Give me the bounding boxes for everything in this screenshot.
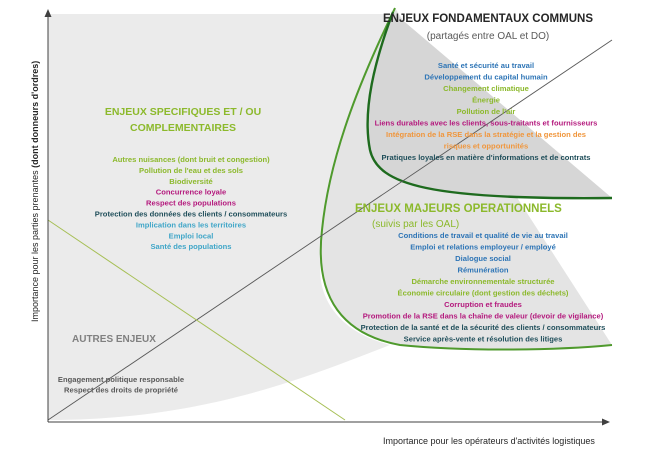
operationnels-issue-item: Dialogue social xyxy=(455,254,511,263)
operationnels-issue-item: Service après-vente et résolution des li… xyxy=(404,335,563,344)
fondamentaux-issue-item: Santé et sécurité au travail xyxy=(438,61,534,70)
specifiques-issue-item: Emploi local xyxy=(169,231,214,240)
fundamental-zone-subtitle: (partagés entre OAL et DO) xyxy=(427,31,549,42)
fondamentaux-issue-item: risques et opportunités xyxy=(444,142,528,151)
fondamentaux-issue-item: Intégration de la RSE dans la stratégie … xyxy=(386,130,586,139)
operationnels-issue-item: Emploi et relations employeur / employé xyxy=(410,243,556,252)
fondamentaux-issue-item: Changement climatique xyxy=(443,84,529,93)
fondamentaux-issue-item: Liens durables avec les clients, sous-tr… xyxy=(375,119,598,128)
other-zone-title: AUTRES ENJEUX xyxy=(72,334,156,345)
operationnels-issue-item: Démarche environnementale structurée xyxy=(411,277,554,286)
fondamentaux-issue-item: Pollution de l'air xyxy=(457,107,516,116)
operationnels-issue-item: Corruption et fraudes xyxy=(444,300,522,309)
specifiques-issue-item: Protection des données des clients / con… xyxy=(95,210,287,219)
y-axis-label: Importance pour les parties prenantes (d… xyxy=(30,61,40,322)
specific-issues-list: Autres nuisances (dont bruit et congesti… xyxy=(95,155,287,251)
specifiques-issue-item: Santé des populations xyxy=(150,242,231,251)
fondamentaux-issue-item: Pratiques loyales en matière d'informati… xyxy=(381,153,590,162)
autres-issue-item: Engagement politique responsable xyxy=(58,375,184,384)
specific-zone-background xyxy=(48,14,395,420)
specifiques-issue-item: Respect des populations xyxy=(146,199,236,208)
fundamental-zone-outline xyxy=(366,11,613,200)
lower-boundary-line xyxy=(47,219,346,421)
operationnels-issue-item: Rémunération xyxy=(457,266,508,275)
fondamentaux-issue-item: Énergie xyxy=(472,96,500,105)
operationnels-issue-item: Promotion de la RSE dans la chaîne de va… xyxy=(363,312,604,321)
specifiques-issue-item: Pollution de l'eau et des sols xyxy=(139,166,243,175)
x-axis-arrow xyxy=(602,418,610,426)
specifiques-issue-item: Autres nuisances (dont bruit et congesti… xyxy=(112,155,270,164)
specific-zone-title-line1: ENJEUX SPECIFIQUES ET / OU xyxy=(105,106,261,118)
operational-zone-subtitle: (suivis par les OAL) xyxy=(372,219,459,230)
x-axis-label: Importance pour les opérateurs d'activit… xyxy=(383,436,595,446)
fundamental-zone-title: ENJEUX FONDAMENTAUX COMMUNS xyxy=(383,13,593,25)
operational-zone-title: ENJEUX MAJEURS OPERATIONNELS xyxy=(355,203,562,215)
specifiques-issue-item: Implication dans les territoires xyxy=(136,220,246,229)
specifiques-issue-item: Concurrence loyale xyxy=(156,188,226,197)
operationnels-issue-item: Économie circulaire (dont gestion des dé… xyxy=(398,289,569,298)
other-issues-list: Engagement politique responsableRespect … xyxy=(58,375,184,395)
fondamentaux-issue-item: Développement du capital humain xyxy=(424,73,548,82)
autres-issue-item: Respect des droits de propriété xyxy=(64,386,178,395)
specifiques-issue-item: Biodiversité xyxy=(169,177,212,186)
operationnels-issue-item: Protection de la santé et de la sécurité… xyxy=(361,323,606,332)
operational-issues-list: Conditions de travail et qualité de vie … xyxy=(361,231,606,344)
y-axis-arrow xyxy=(44,9,52,17)
diagonal-line xyxy=(47,39,613,421)
specific-zone-title-line2: COMPLEMENTAIRES xyxy=(130,122,236,134)
operationnels-issue-item: Conditions de travail et qualité de vie … xyxy=(398,231,568,240)
fundamental-issues-list: Santé et sécurité au travailDéveloppemen… xyxy=(375,61,598,162)
